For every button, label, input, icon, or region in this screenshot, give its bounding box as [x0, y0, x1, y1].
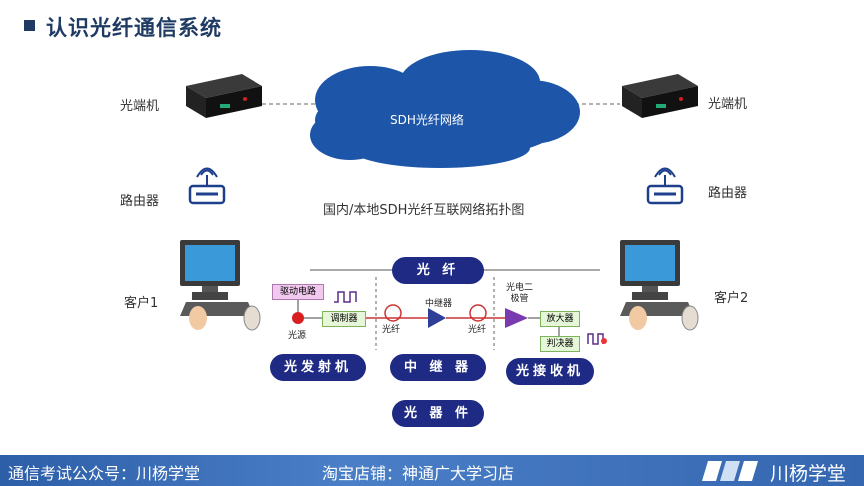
repeater-label: 中继器 — [425, 299, 453, 309]
left-router-label: 路由器 — [120, 194, 160, 209]
computer-left-icon — [180, 240, 261, 331]
cloud-label: SDH光纤网络 — [390, 113, 464, 127]
output-dot — [601, 338, 607, 344]
repeater-pill: 中 继 器 — [390, 354, 486, 381]
output-pulse-wave — [587, 333, 604, 345]
page-title: 认识光纤通信系统 — [46, 16, 222, 40]
optical-terminal-right-icon — [622, 74, 698, 118]
optical-terminal-left-icon — [186, 74, 262, 118]
footer-brand: 川杨学堂 — [770, 463, 847, 485]
footer-bar — [0, 455, 864, 486]
decider-box: 判决器 — [540, 336, 580, 352]
light-source-label: 光源 — [288, 331, 307, 341]
light-source-dot — [292, 312, 304, 324]
device-pill: 光 器 件 — [392, 400, 484, 427]
photodiode-triangle — [505, 308, 528, 328]
transmitter-pill: 光发射机 — [270, 354, 366, 381]
title-bullet — [24, 20, 35, 31]
receiver-pill: 光接收机 — [506, 358, 594, 385]
fiber-pill: 光 纤 — [392, 257, 484, 284]
brand-logo-icon — [702, 461, 758, 481]
right-client-label: 客户2 — [714, 291, 749, 306]
left-terminal-label: 光端机 — [120, 99, 160, 114]
amplifier-box: 放大器 — [540, 311, 580, 327]
router-right-icon — [646, 167, 684, 205]
fiber-coil-left — [384, 304, 402, 322]
router-left-icon — [188, 167, 226, 205]
left-client-label: 客户1 — [124, 296, 159, 311]
fiber-left-label: 光纤 — [382, 325, 401, 335]
input-pulse-wave — [334, 291, 357, 303]
footer-center-text: 淘宝店铺：神通广大学习店 — [322, 464, 515, 483]
computer-right-icon — [620, 240, 699, 331]
right-terminal-label: 光端机 — [708, 97, 748, 112]
network-caption: 国内/本地SDH光纤互联网络拓扑图 — [323, 203, 525, 218]
topology-diagram — [180, 50, 699, 350]
drive-circuit-box: 驱动电路 — [272, 284, 324, 300]
footer-left-text: 通信考试公众号：川杨学堂 — [8, 464, 201, 483]
repeater-triangle — [428, 308, 446, 328]
fiber-coil-right — [469, 304, 487, 322]
right-router-label: 路由器 — [708, 186, 748, 201]
modulator-box: 调制器 — [322, 311, 366, 327]
fiber-right-label: 光纤 — [468, 325, 487, 335]
photodiode-label: 光电二 极管 — [506, 283, 534, 304]
sdh-cloud-shape — [310, 50, 580, 168]
